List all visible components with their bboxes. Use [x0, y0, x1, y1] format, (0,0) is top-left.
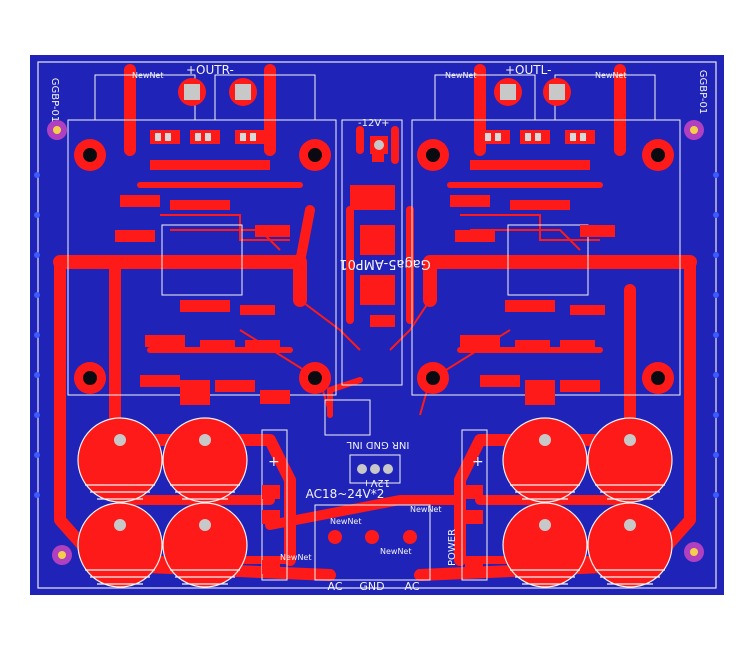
- board-name-label: Gaga5-AMP01: [339, 256, 430, 271]
- pcb-outline: [37, 61, 717, 589]
- connector-pads: [262, 136, 483, 574]
- ac-pin2-label: AC: [404, 580, 419, 593]
- board-mounting-holes: [47, 120, 704, 565]
- plus-mark-right: +: [472, 454, 484, 470]
- board-code-right: GGBP-01: [697, 70, 708, 115]
- netlabel: NewNet: [410, 505, 442, 514]
- netlabel: NewNet: [595, 71, 627, 80]
- netlabel: NewNet: [445, 71, 477, 80]
- board-code-left: GGBP-01: [49, 78, 60, 123]
- power-label: POWER: [447, 529, 458, 566]
- output-left-label: +OUTL-: [505, 63, 551, 77]
- plus-mark-left: +: [268, 454, 280, 470]
- ac-pin1-label: AC: [327, 580, 342, 593]
- output-transistors: [178, 78, 571, 106]
- capacitor-pads: [114, 434, 636, 531]
- netlabel: NewNet: [380, 547, 412, 556]
- netlabel: NewNet: [132, 71, 164, 80]
- supply-top-label: -12V+: [358, 118, 390, 129]
- netlabel: NewNet: [280, 553, 312, 562]
- edge-vias: [34, 172, 719, 498]
- heatsink-mounting-pads: [74, 139, 674, 394]
- supply-mid-label: -12V+: [362, 477, 394, 488]
- netlabel: NewNet: [330, 517, 362, 526]
- input-label: INR GND INL: [346, 439, 409, 450]
- filter-capacitors: [78, 418, 672, 587]
- gnd-pin-label: GND: [359, 580, 384, 593]
- output-right-label: +OUTR-: [186, 63, 234, 77]
- ac-input-label: AC18~24V*2: [306, 487, 385, 501]
- silkscreen-outlines: [67, 74, 681, 581]
- capacitor-silk-outlines: [77, 417, 673, 588]
